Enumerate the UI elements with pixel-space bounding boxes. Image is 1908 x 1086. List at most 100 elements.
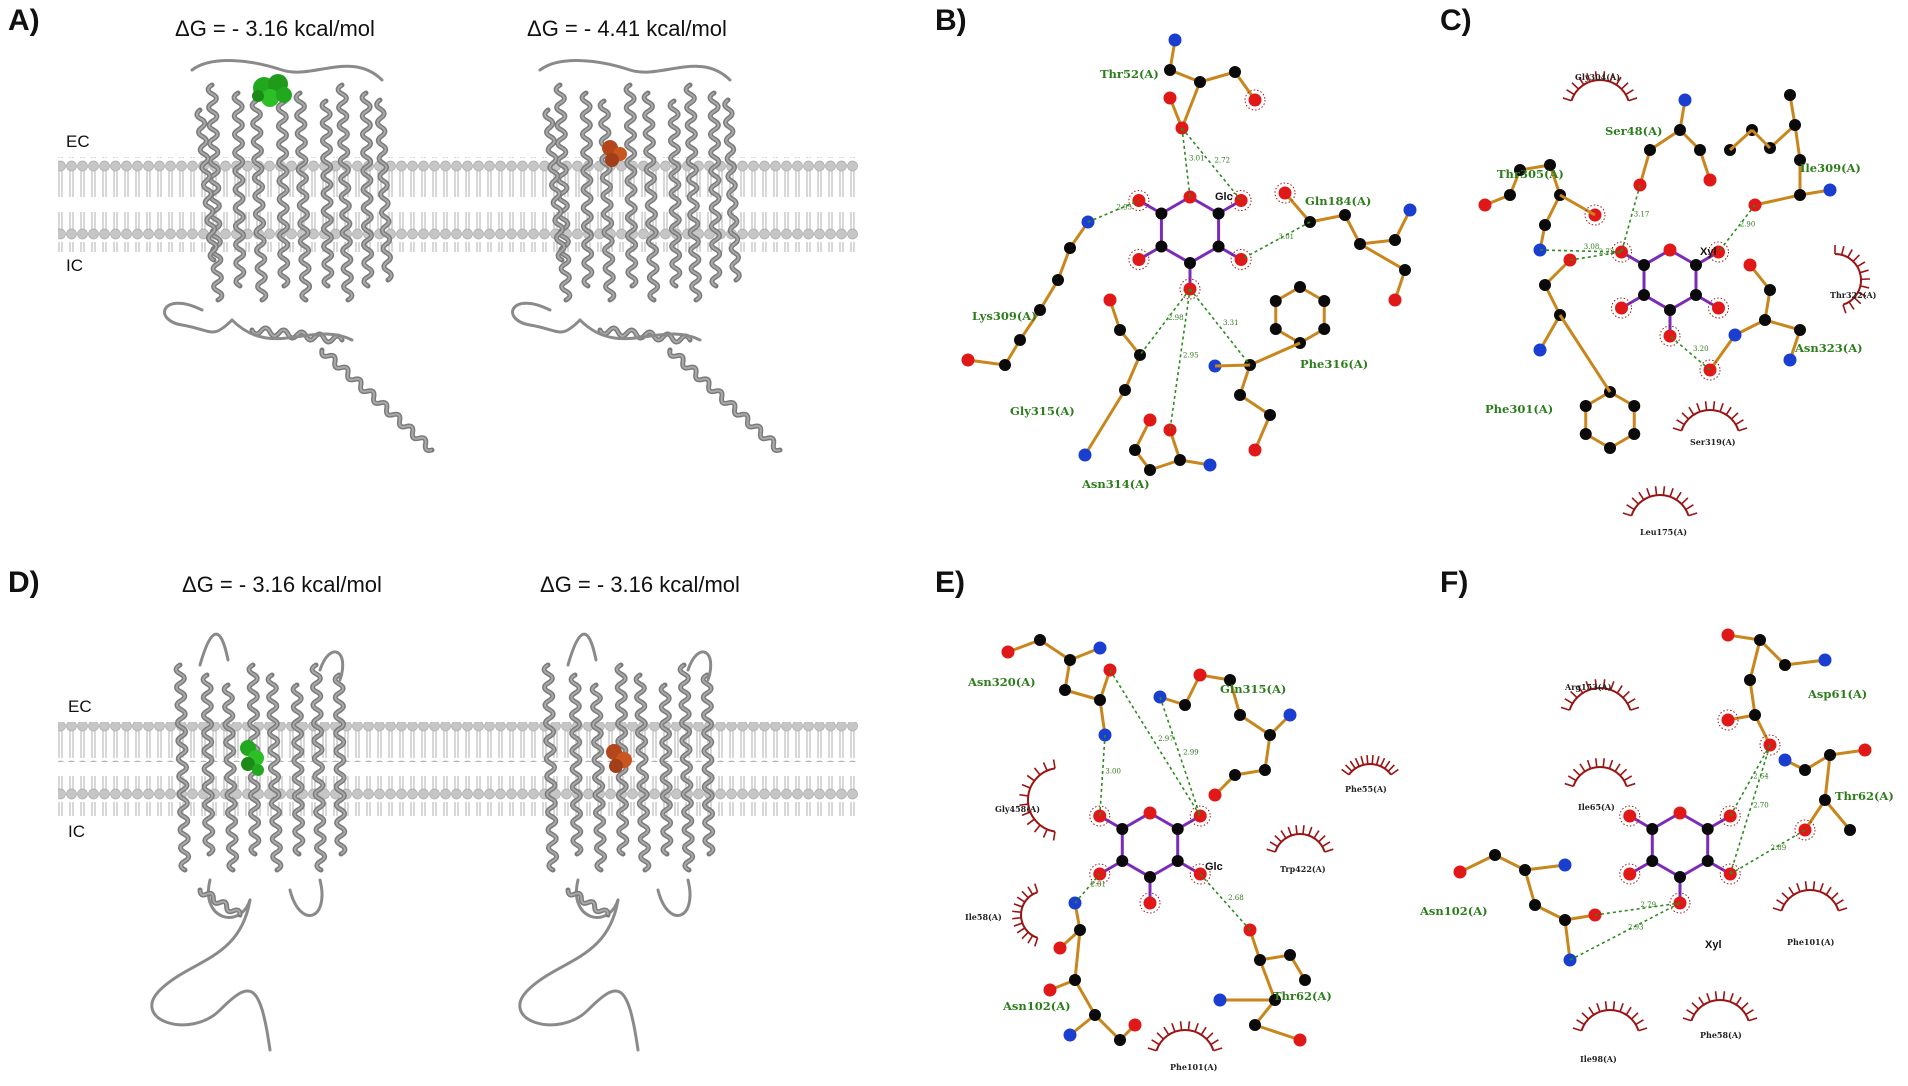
membrane-a — [58, 157, 858, 252]
arc-tick — [1623, 775, 1633, 782]
oxygen-atom — [1673, 806, 1687, 820]
arc-tick — [1685, 504, 1694, 511]
hydrophobic-label-gly458: Gly458(A) — [995, 804, 1040, 814]
arc-tick — [1676, 419, 1685, 426]
carbon-atom — [1194, 76, 1206, 88]
helix-highlight — [202, 674, 214, 855]
arc-tick — [1586, 759, 1592, 769]
panel-label-f: F) — [1440, 566, 1469, 599]
helix-highlight — [679, 664, 694, 871]
carbon-atom — [1269, 323, 1282, 335]
oxygen-atom — [1711, 301, 1725, 315]
panel-d-ic-label: IC — [68, 822, 85, 841]
arc-tick — [1675, 491, 1682, 501]
carbon-atom — [1074, 924, 1086, 936]
carbon-atom — [1229, 769, 1241, 781]
helix-highlight — [543, 109, 566, 261]
arc-tick — [1698, 996, 1705, 1006]
carbon-atom — [1069, 974, 1081, 986]
bond — [1563, 919, 1572, 961]
residue-label-asn320: Asn320(A) — [967, 675, 1036, 689]
arc-tick — [1345, 764, 1353, 772]
panel-a-left-dg: ΔG = - 3.16 kcal/mol — [175, 16, 375, 41]
hbond-distance: 2.90 — [1740, 221, 1756, 229]
helix-highlight — [311, 664, 326, 871]
helix-highlight — [660, 684, 672, 855]
bond — [1750, 128, 1772, 150]
oxygen-atom — [1278, 186, 1292, 200]
arc-tick — [1619, 768, 1628, 777]
hbond-line — [1159, 696, 1201, 817]
arc-tick — [1735, 996, 1742, 1006]
bond — [1359, 242, 1406, 272]
hbond-line — [1139, 288, 1191, 356]
ligand-blob-d-left — [240, 740, 264, 776]
arc-tick — [1686, 1009, 1695, 1016]
hydrophobic-contact-arc — [1772, 881, 1848, 912]
arc-tick — [1696, 402, 1701, 413]
atom-contact-halo — [1794, 819, 1816, 841]
helix — [319, 347, 435, 453]
carbon-atom — [1789, 119, 1801, 131]
arc-tick — [1719, 402, 1724, 413]
bond — [1249, 341, 1301, 367]
helix-highlight — [570, 674, 582, 855]
arc-line — [1690, 999, 1750, 1022]
oxygen-atom — [1623, 809, 1637, 823]
arc-tick — [1171, 1022, 1176, 1033]
arc-line — [1026, 767, 1056, 833]
bond — [1784, 658, 1826, 667]
oxygen-atom — [1248, 443, 1262, 457]
protein-loop — [578, 318, 702, 342]
arc-tick — [1194, 1022, 1199, 1033]
panel-label-e: E) — [935, 566, 965, 599]
hbond-distance: 3.31 — [1223, 319, 1239, 327]
atom-contact-halo — [1274, 182, 1296, 204]
carbon-atom — [1701, 855, 1714, 867]
carbon-atom — [1644, 144, 1656, 156]
carbon-atom — [1144, 464, 1156, 476]
arc-tick — [1646, 487, 1651, 498]
hbond-line — [1729, 829, 1806, 875]
arc-tick — [1812, 881, 1816, 891]
helix-highlight — [199, 889, 241, 916]
arc-tick — [1602, 679, 1606, 689]
protein-structure-d-left — [150, 632, 348, 1052]
arc-tick — [1384, 760, 1391, 769]
hbond-line — [1729, 744, 1771, 817]
arc-tick — [1594, 758, 1598, 768]
arc-tick — [1349, 760, 1356, 769]
arc-tick — [1609, 72, 1614, 83]
nitrogen-atom — [1728, 328, 1742, 342]
oxygen-atom — [1103, 293, 1117, 307]
arc-tick — [1013, 922, 1023, 927]
arc-line — [1155, 1029, 1215, 1052]
arc-tick — [1318, 835, 1326, 843]
helix-highlight — [251, 100, 267, 301]
protein-loop — [566, 632, 598, 667]
carbon-atom — [1224, 674, 1236, 686]
carbon-atom — [1604, 442, 1616, 454]
arc-tick — [1680, 497, 1689, 505]
arc-line — [1580, 1009, 1640, 1032]
bond — [1073, 929, 1082, 981]
arc-tick — [1842, 304, 1847, 314]
hbond-line — [1240, 221, 1311, 261]
arc-tick — [1602, 71, 1606, 81]
arc-tick — [1026, 818, 1035, 826]
arc-tick — [1704, 401, 1708, 411]
carbon-atom — [1259, 764, 1271, 776]
arc-tick — [1612, 1001, 1616, 1011]
carbon-atom — [1579, 428, 1592, 440]
residue-label-asn102: Asn102(A) — [1002, 999, 1071, 1013]
arc-tick — [1860, 285, 1870, 289]
hydrophobic-contact-arc — [1622, 486, 1698, 517]
arc-tick — [1387, 764, 1395, 772]
atom-contact-halo — [1230, 249, 1252, 270]
arc-tick — [1852, 254, 1860, 262]
bond — [1199, 70, 1236, 84]
arc-tick — [1776, 899, 1785, 906]
helix-highlight — [669, 100, 681, 287]
hbond-distance: 2.68 — [1228, 894, 1244, 902]
